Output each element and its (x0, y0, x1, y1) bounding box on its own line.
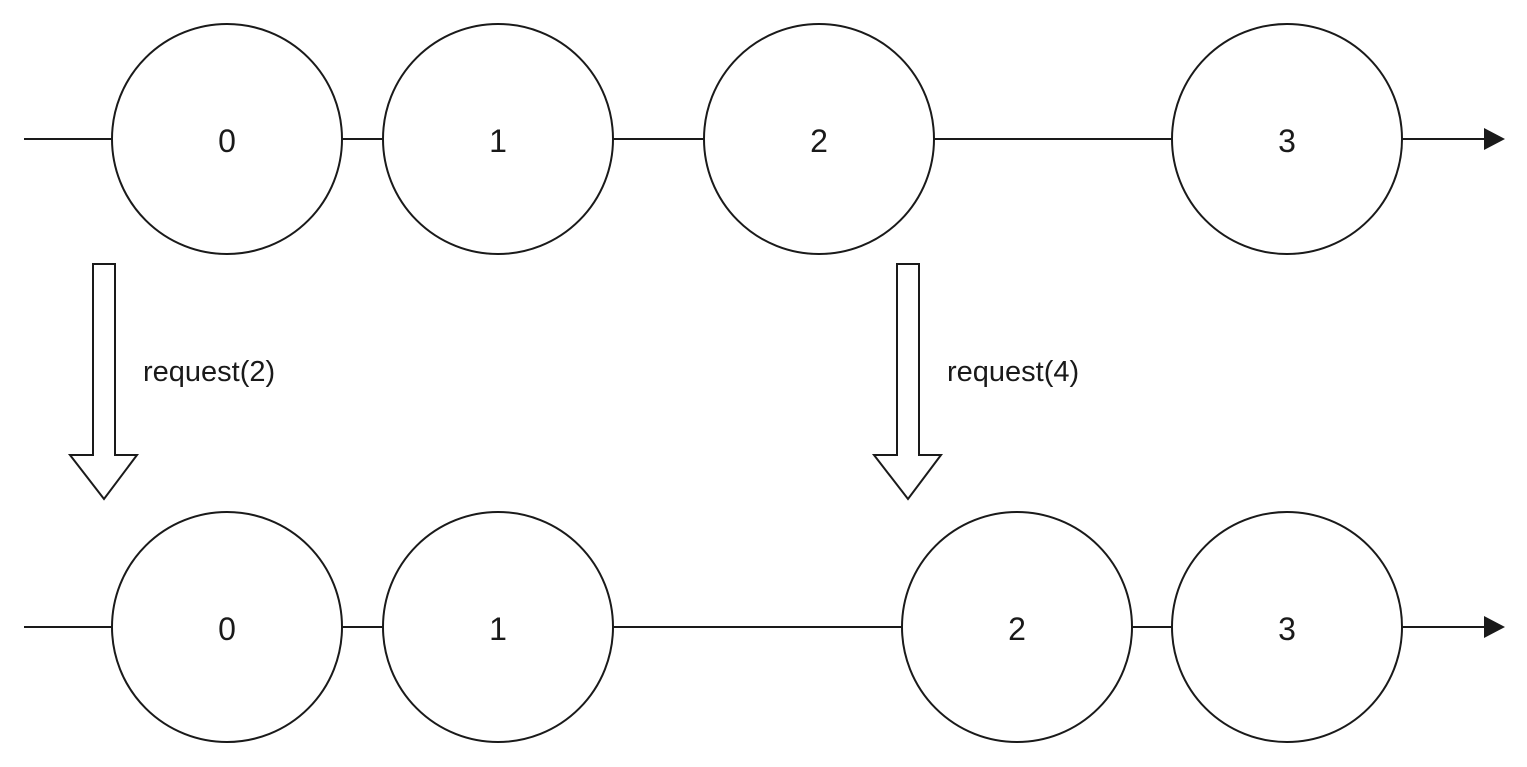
request-label-1: request(2) (143, 356, 275, 388)
top-timeline: 0 1 2 3 (24, 23, 1505, 255)
bottom-marble-2-label: 2 (1008, 611, 1026, 647)
top-marble-0-label: 0 (218, 123, 236, 159)
top-marble-0: 0 (111, 23, 343, 255)
top-marble-3-label: 3 (1278, 123, 1296, 159)
top-marble-2: 2 (703, 23, 935, 255)
bottom-marble-3: 3 (1171, 511, 1403, 743)
top-marble-2-label: 2 (810, 123, 828, 159)
bottom-marble-1-label: 1 (489, 611, 507, 647)
bottom-marble-0-label: 0 (218, 611, 236, 647)
top-marble-1-label: 1 (489, 123, 507, 159)
request-label-2: request(4) (947, 356, 1079, 388)
request-arrow-1: request(2) (67, 263, 275, 501)
top-timeline-arrow-icon (1484, 128, 1505, 150)
down-arrow-icon (67, 263, 139, 501)
request-arrow-2: request(4) (871, 263, 1079, 501)
bottom-timeline-arrow-icon (1484, 616, 1505, 638)
bottom-marble-1: 1 (382, 511, 614, 743)
bottom-marble-2: 2 (901, 511, 1133, 743)
down-arrow-icon (871, 263, 943, 501)
bottom-marble-0: 0 (111, 511, 343, 743)
bottom-timeline: 0 1 2 3 (24, 511, 1505, 743)
top-marble-1: 1 (382, 23, 614, 255)
bottom-marble-3-label: 3 (1278, 611, 1296, 647)
top-marble-3: 3 (1171, 23, 1403, 255)
